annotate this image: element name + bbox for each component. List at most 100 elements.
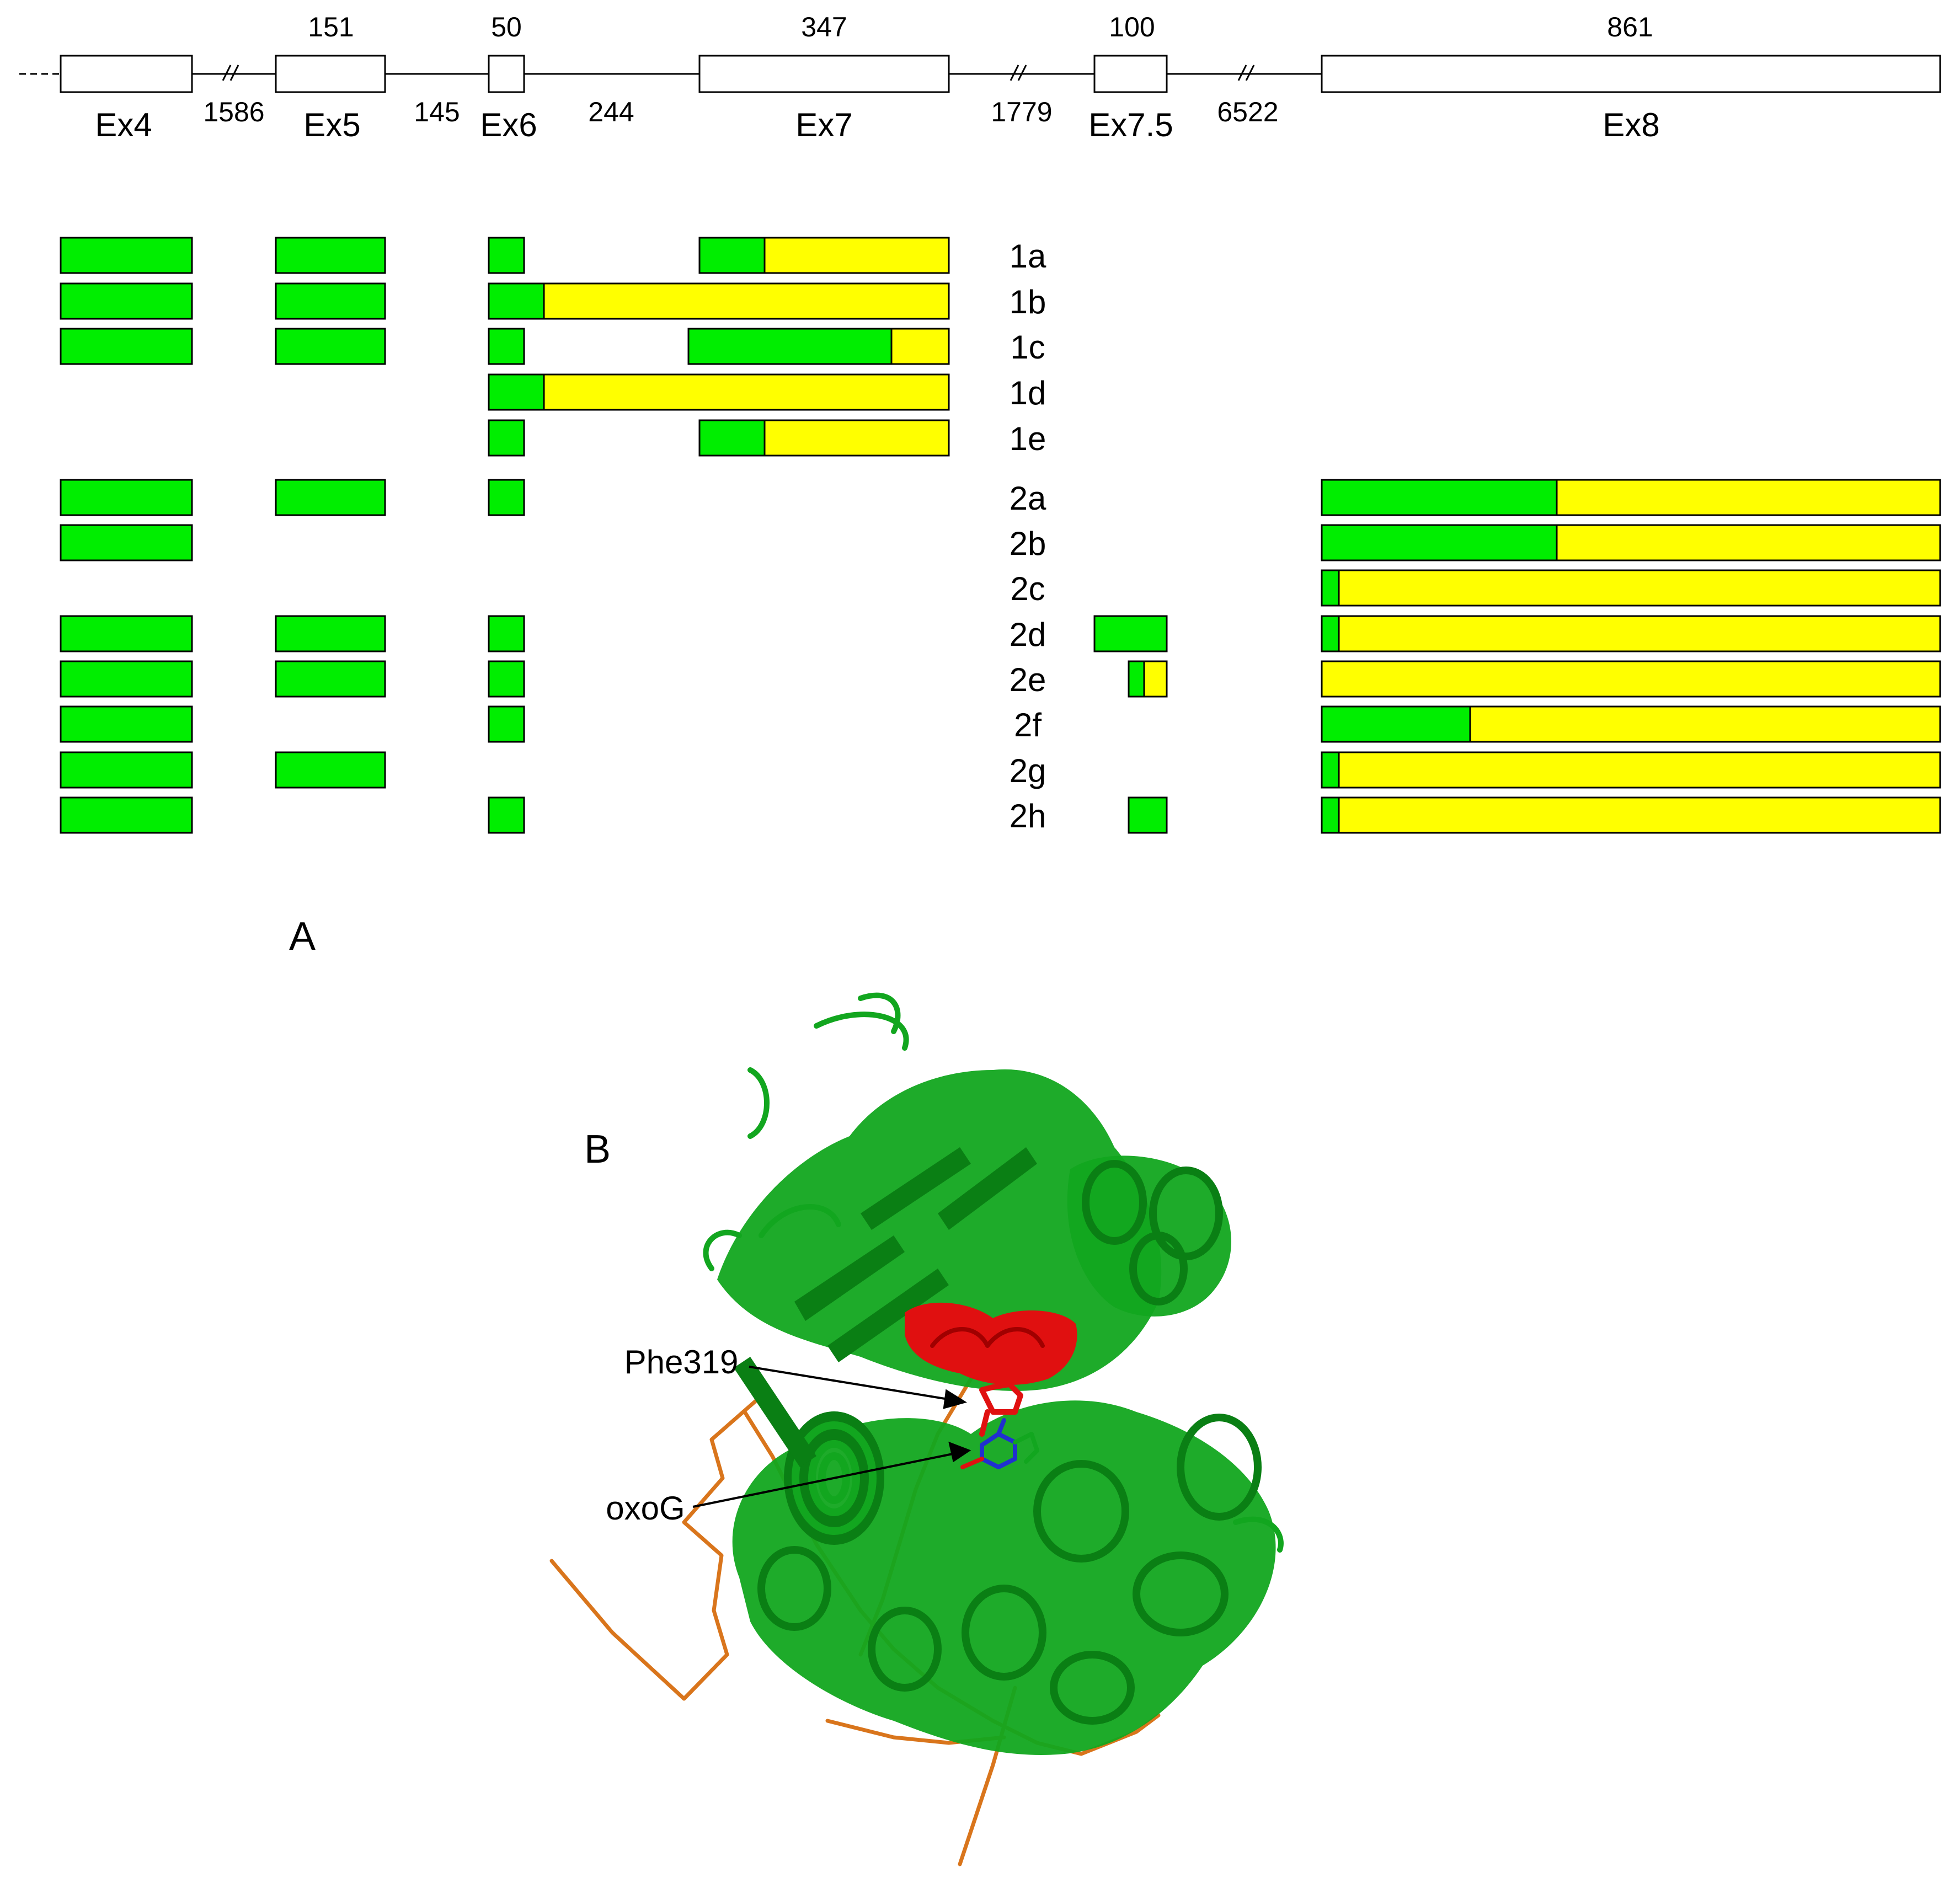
isoform-row-2d: 2d	[60, 615, 1941, 653]
isoform-row-1e: 1e	[488, 419, 1046, 457]
isoform-segment-coding	[1321, 569, 1340, 607]
isoform-segment-noncoding	[1321, 615, 1941, 652]
exon-box-ex5	[275, 55, 386, 93]
isoform-segment-coding	[698, 419, 766, 457]
exon-size-ex75: 100	[1109, 12, 1155, 42]
isoform-segment-coding	[60, 660, 193, 698]
exon-size-ex7: 347	[801, 12, 847, 42]
exon-label-ex4: Ex4	[95, 106, 152, 143]
isoform-segment-coding	[488, 373, 545, 411]
exon-size-ex6: 50	[491, 12, 522, 42]
isoform-row-2c: 2c	[1010, 569, 1941, 607]
intron-size-7-75: 1779	[991, 97, 1052, 127]
isoform-segment-coding	[488, 237, 525, 274]
isoform-segment-noncoding	[488, 373, 950, 411]
isoform-row-2b: 2b	[60, 524, 1941, 562]
isoform-segment-noncoding	[1321, 796, 1941, 834]
protein-structure-render	[549, 992, 1284, 1866]
isoform-label: 1e	[1010, 420, 1046, 457]
isoform-segment-coding	[488, 328, 525, 365]
oxog-arrow-line	[692, 1452, 956, 1508]
isoform-segment-coding	[488, 479, 525, 516]
isoform-label: 2e	[1010, 661, 1046, 698]
isoform-segment-coding	[60, 705, 193, 743]
isoform-label: 2f	[1014, 707, 1042, 743]
isoform-segment-coding	[60, 237, 193, 274]
isoform-segment-coding	[1321, 751, 1340, 789]
isoform-segment-coding	[60, 328, 193, 365]
isoform-row-2g: 2g	[60, 751, 1941, 789]
isoform-label: 2d	[1010, 616, 1046, 653]
isoform-segment-coding	[275, 660, 386, 698]
isoform-segment-coding	[60, 524, 193, 561]
isoform-label: 1d	[1010, 374, 1046, 411]
intron-size-75-8: 6522	[1217, 97, 1278, 127]
intron-break-mark	[222, 65, 1255, 81]
isoform-segment-coding	[275, 751, 386, 789]
isoform-segment-coding	[275, 237, 386, 274]
annotation-arrows	[692, 1366, 971, 1508]
label-phe319: Phe319	[624, 1344, 739, 1381]
isoform-segment-coding	[488, 615, 525, 652]
phe319-arrowhead	[943, 1389, 967, 1409]
isoform-row-2h: 2h	[60, 796, 1941, 834]
exon-box-ex6	[488, 55, 525, 93]
isoform-label: 1b	[1010, 283, 1046, 320]
isoform-segment-coding	[1321, 796, 1340, 834]
intron-size-4-5: 1586	[203, 97, 264, 127]
isoform-segment-coding	[488, 796, 525, 834]
isoform-segment-coding	[488, 705, 525, 743]
isoform-segment-coding	[60, 615, 193, 652]
exon-box-ex8	[1321, 55, 1941, 93]
isoform-segment-coding	[1128, 796, 1168, 834]
isoform-row-1d: 1d	[488, 373, 1046, 411]
isoform-segment-coding	[60, 751, 193, 789]
isoform-row-1c: 1c	[60, 328, 1045, 366]
isoform-segment-coding	[275, 479, 386, 516]
exon-label-ex8: Ex8	[1603, 106, 1659, 143]
isoform-segment-coding	[687, 328, 893, 365]
isoform-label: 1c	[1010, 329, 1045, 366]
isoform-segment-coding	[1321, 615, 1340, 652]
isoform-segment-coding	[1321, 524, 1558, 561]
oxog-ligand	[960, 1418, 1039, 1469]
isoform-segment-noncoding	[488, 282, 950, 320]
intron-size-6-7: 244	[588, 97, 634, 127]
panel-label-a: A	[289, 914, 316, 959]
isoform-segment-coding	[275, 328, 386, 365]
exon-size-ex5: 151	[308, 12, 354, 42]
isoform-segment-noncoding	[1321, 569, 1941, 607]
phe319-highlight-region	[905, 1302, 1077, 1437]
exon-label-ex5: Ex5	[303, 106, 360, 143]
isoform-label: 2g	[1010, 752, 1046, 789]
intron-size-5-6: 145	[414, 97, 460, 127]
label-oxog: oxoG	[606, 1490, 685, 1527]
isoform-segment-coding	[1321, 479, 1558, 516]
protein-ribbon	[703, 992, 1284, 1755]
exon-label-ex75: Ex7.5	[1088, 106, 1173, 143]
isoform-label: 2b	[1010, 525, 1046, 562]
isoform-segment-coding	[488, 282, 545, 320]
isoform-bars: 1a 1b 1c 1d 1e 2a 2b 2c 2d 2e 2f 2g 2h	[60, 237, 1941, 834]
isoform-label: 2c	[1010, 570, 1045, 607]
exon-label-ex7: Ex7	[795, 106, 852, 143]
isoform-segment-coding	[60, 479, 193, 516]
isoform-segment-coding	[275, 282, 386, 320]
isoform-segment-noncoding	[1321, 660, 1941, 698]
isoform-label: 2h	[1010, 798, 1046, 834]
isoform-segment-coding	[60, 796, 193, 834]
isoform-row-2a: 2a	[60, 479, 1941, 517]
exon-box-ex75	[1093, 55, 1168, 93]
isoform-segment-coding	[488, 419, 525, 457]
gene-structure: 151 50 347 100 861 Ex4 Ex5 Ex6 Ex7 Ex7.5…	[19, 12, 1941, 143]
isoform-row-1a: 1a	[60, 237, 1046, 275]
isoform-label: 2a	[1010, 480, 1046, 517]
isoform-segment-noncoding	[1321, 751, 1941, 789]
isoform-row-1b: 1b	[60, 282, 1046, 320]
exon-size-ex8: 861	[1607, 12, 1653, 42]
phe319-arrow-line	[749, 1366, 952, 1401]
isoform-segment-coding	[275, 615, 386, 652]
isoform-segment-coding	[1321, 705, 1471, 743]
isoform-segment-coding	[60, 282, 193, 320]
